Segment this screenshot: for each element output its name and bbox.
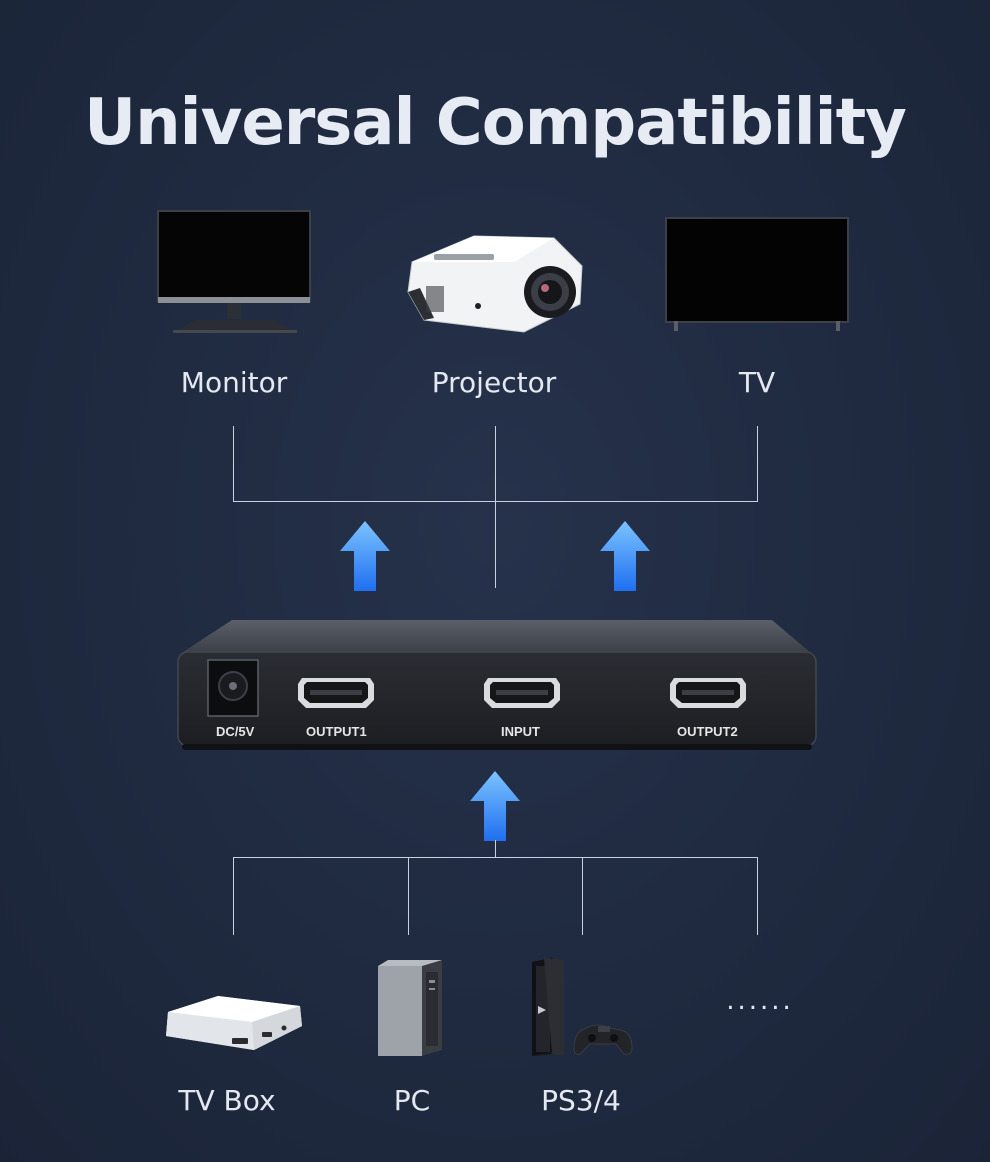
- connector-monitor: [233, 426, 234, 502]
- monitor-image: [157, 210, 311, 333]
- connector-ps: [582, 857, 583, 935]
- dc-port-label: DC/5V: [216, 724, 255, 739]
- more-devices-ellipsis: ......: [726, 986, 794, 1016]
- ps-label: PS3/4: [541, 1084, 621, 1117]
- monitor-label: Monitor: [180, 366, 288, 399]
- connector-bottom-horizontal: [233, 857, 758, 858]
- page-title: Universal Compatibility: [84, 86, 907, 160]
- hdmi-port-output2: [670, 678, 746, 708]
- ps4-image: [532, 958, 633, 1056]
- hdmi-port-output1: [298, 678, 374, 708]
- projector-image: [407, 235, 583, 333]
- up-arrow-icon: [340, 521, 390, 591]
- connector-bottom-stem: [495, 840, 496, 858]
- pc-image: [378, 960, 442, 1056]
- output2-label: OUTPUT2: [677, 724, 738, 739]
- connector-more: [757, 857, 758, 935]
- hdmi-port-input: [484, 678, 560, 708]
- tvbox-label: TV Box: [178, 1084, 276, 1117]
- tv-label: TV: [738, 366, 776, 399]
- connector-pc: [408, 857, 409, 935]
- pc-label: PC: [393, 1084, 431, 1117]
- output1-label: OUTPUT1: [306, 724, 367, 739]
- up-arrow-icon: [470, 771, 520, 841]
- up-arrow-icon: [600, 521, 650, 591]
- input-label: INPUT: [501, 724, 540, 739]
- connector-tvbox: [233, 857, 234, 935]
- connector-projector: [495, 426, 496, 588]
- tvbox-image: [166, 996, 302, 1050]
- connector-top-horizontal: [233, 501, 758, 502]
- projector-label: Projector: [431, 366, 557, 399]
- connector-tv: [757, 426, 758, 502]
- hdmi-splitter: DC/5V OUTPUT1 INPUT OUTPUT2: [177, 620, 817, 750]
- tv-image: [665, 217, 849, 331]
